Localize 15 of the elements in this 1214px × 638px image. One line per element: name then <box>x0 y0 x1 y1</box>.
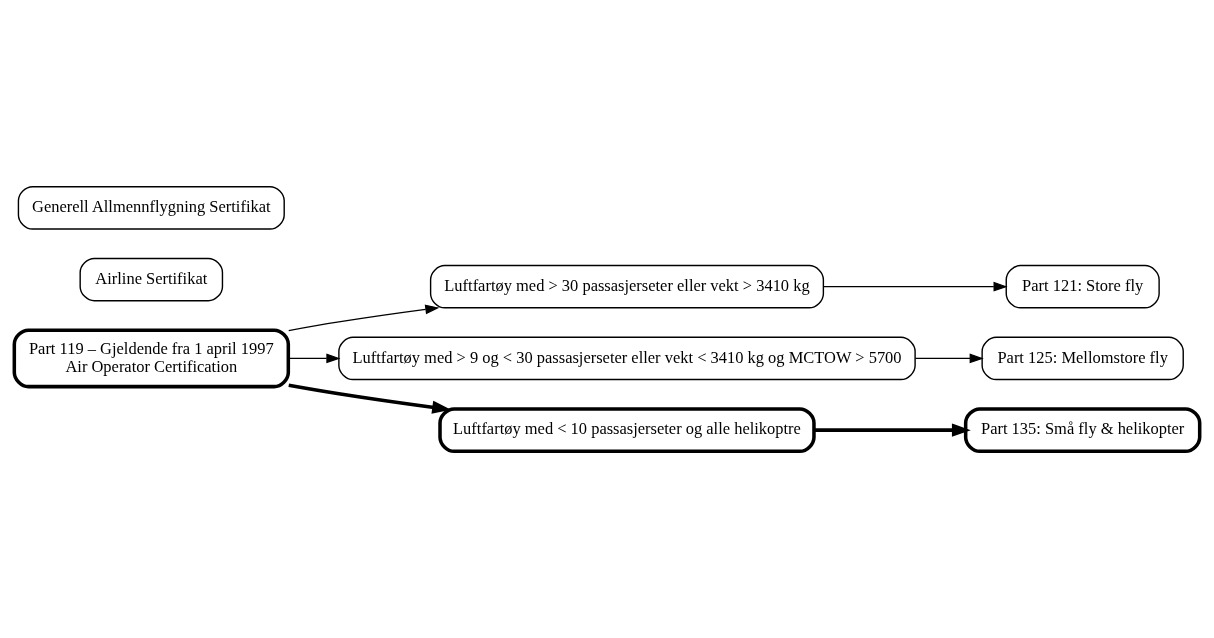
node-box: Part 125: Mellomstore fly <box>981 336 1184 381</box>
arrow <box>914 353 984 364</box>
arrow <box>822 281 1008 292</box>
node-box: Part 119 – Gjeldende fra 1 april 1997 Air Operator Certification <box>12 328 291 389</box>
node-box: Generell Allmennflygning Sertifikat <box>17 186 285 230</box>
node-box: Part 135: Små fly & helikopter <box>963 407 1202 454</box>
node-box: Luftfartøy med > 9 og < 30 passasjerseter eller vekt < 3410 kg og MCTOW > 5700 <box>338 336 916 381</box>
node-box: Part 121: Store fly <box>1005 264 1160 309</box>
node-box: Airline Sertifikat <box>79 257 224 302</box>
arrow <box>287 353 341 364</box>
arrow <box>288 304 440 332</box>
node-box: Luftfartøy med < 10 passasjerseter og alle helikoptre <box>438 407 816 454</box>
arrow <box>814 423 971 437</box>
arrow <box>288 383 452 414</box>
node-box: Luftfartøy med > 30 passasjerseter eller vekt > 3410 kg <box>429 264 825 309</box>
